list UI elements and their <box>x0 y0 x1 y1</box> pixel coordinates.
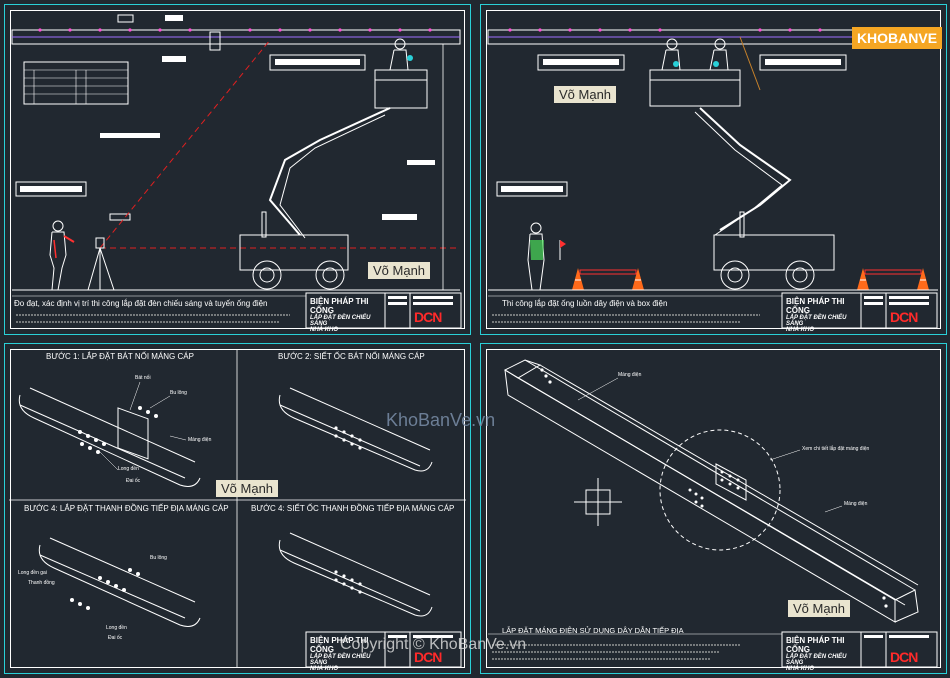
step-2-title: BƯỚC 2: SIẾT ỐC BÁT NỐI MÁNG CÁP <box>278 352 425 361</box>
step-4-title: BƯỚC 4: SIẾT ỐC THANH ĐỒNG TIẾP ĐỊA MÁNG… <box>251 504 455 513</box>
brand-logo-bl: DCN <box>414 649 442 665</box>
title-line1: BIỆN PHÁP THI CÔNG <box>786 636 845 654</box>
brand-logo-br: DCN <box>890 649 918 665</box>
panel-frame <box>486 349 941 668</box>
label-mang-dien-1: Máng điện <box>188 437 212 443</box>
title-block-br: BIỆN PHÁP THI CÔNG LẮP ĐẶT ĐÈN CHIẾU SÁN… <box>786 636 861 672</box>
label-long-den-gai: Long đền gai <box>18 570 47 576</box>
title-line2: LẮP ĐẶT ĐÈN CHIẾU SÁNG <box>310 654 371 666</box>
panel-bottom-right-caption: LẮP ĐẶT MÁNG ĐIỆN SỬ DỤNG DÂY DẪN TIẾP Đ… <box>502 626 684 635</box>
label-mang-dien-right: Máng điện <box>844 501 868 507</box>
author-watermark-bl: Võ Mạnh <box>216 480 279 497</box>
title-line2: LẮP ĐẶT ĐÈN CHIẾU SÁNG <box>786 315 847 327</box>
step-3-title: BƯỚC 4: LẮP ĐẶT THANH ĐỒNG TIẾP ĐỊA MÁNG… <box>24 504 229 513</box>
title-line3: NHÀ KHO <box>310 327 338 333</box>
author-watermark-br: Võ Mạnh <box>788 600 851 617</box>
panel-top-left-caption: Đo đạt, xác định vị trí thi công lắp đặt… <box>14 299 268 308</box>
label-dai-oc-1: Đai ốc <box>126 478 141 484</box>
step-1-title: BƯỚC 1: LẮP ĐẶT BÁT NỐI MÁNG CÁP <box>46 352 194 361</box>
label-long-den-3: Long đền <box>106 625 127 631</box>
site-watermark-center: KhoBanVe.vn <box>386 410 496 430</box>
title-line2: LẮP ĐẶT ĐÈN CHIẾU SÁNG <box>310 315 371 327</box>
site-logo-text: KHOBANVE <box>852 27 942 49</box>
label-thanh-dong: Thanh đồng <box>28 580 55 586</box>
author-watermark-tl: Võ Mạnh <box>368 262 431 279</box>
brand-logo-tr: DCN <box>890 309 918 325</box>
label-dai-oc-3: Đai ốc <box>108 635 123 641</box>
label-bu-long-3: Bu lông <box>150 555 167 561</box>
panel-top-right-caption: Thi công lắp đặt ống luồn dây điện và bo… <box>502 299 668 308</box>
label-bat-noi: Bát nối <box>135 375 151 381</box>
title-line3: NHÀ KHO <box>786 327 814 333</box>
panel-top-left <box>4 4 471 335</box>
title-block-tl: BIỆN PHÁP THI CÔNG LẮP ĐẶT ĐÈN CHIẾU SÁN… <box>310 297 385 333</box>
title-block-tr: BIỆN PHÁP THI CÔNG LẮP ĐẶT ĐÈN CHIẾU SÁN… <box>786 297 861 333</box>
panel-frame <box>486 10 941 329</box>
title-line1: BIỆN PHÁP THI CÔNG <box>786 297 845 315</box>
brand-logo-tl: DCN <box>414 309 442 325</box>
copyright-watermark: Copyright © KhoBanVe.vn <box>340 636 527 653</box>
panel-bottom-left <box>4 343 471 674</box>
label-long-den-1: Long đền <box>118 466 139 472</box>
title-line1: BIỆN PHÁP THI CÔNG <box>310 297 369 315</box>
title-line3: NHÀ KHO <box>786 666 814 672</box>
label-mang-dien-top: Máng điện <box>618 372 642 378</box>
panel-top-right <box>480 4 947 335</box>
site-logo: KHOBANVE <box>852 21 942 51</box>
title-line1: BIỆN PHÁP THI CÔNG <box>310 636 369 654</box>
label-bu-long-1: Bu lông <box>170 390 187 396</box>
label-detail: Xem chi tiết lắp đặt máng điện <box>802 446 870 452</box>
author-watermark-tr: Võ Mạnh <box>554 86 617 103</box>
title-block-bl: BIỆN PHÁP THI CÔNG LẮP ĐẶT ĐÈN CHIẾU SÁN… <box>310 636 385 672</box>
panel-bottom-right <box>480 343 947 674</box>
panel-frame <box>10 10 465 329</box>
panel-frame <box>10 349 465 668</box>
title-line3: NHÀ KHO <box>310 666 338 672</box>
title-line2: LẮP ĐẶT ĐÈN CHIẾU SÁNG <box>786 654 847 666</box>
